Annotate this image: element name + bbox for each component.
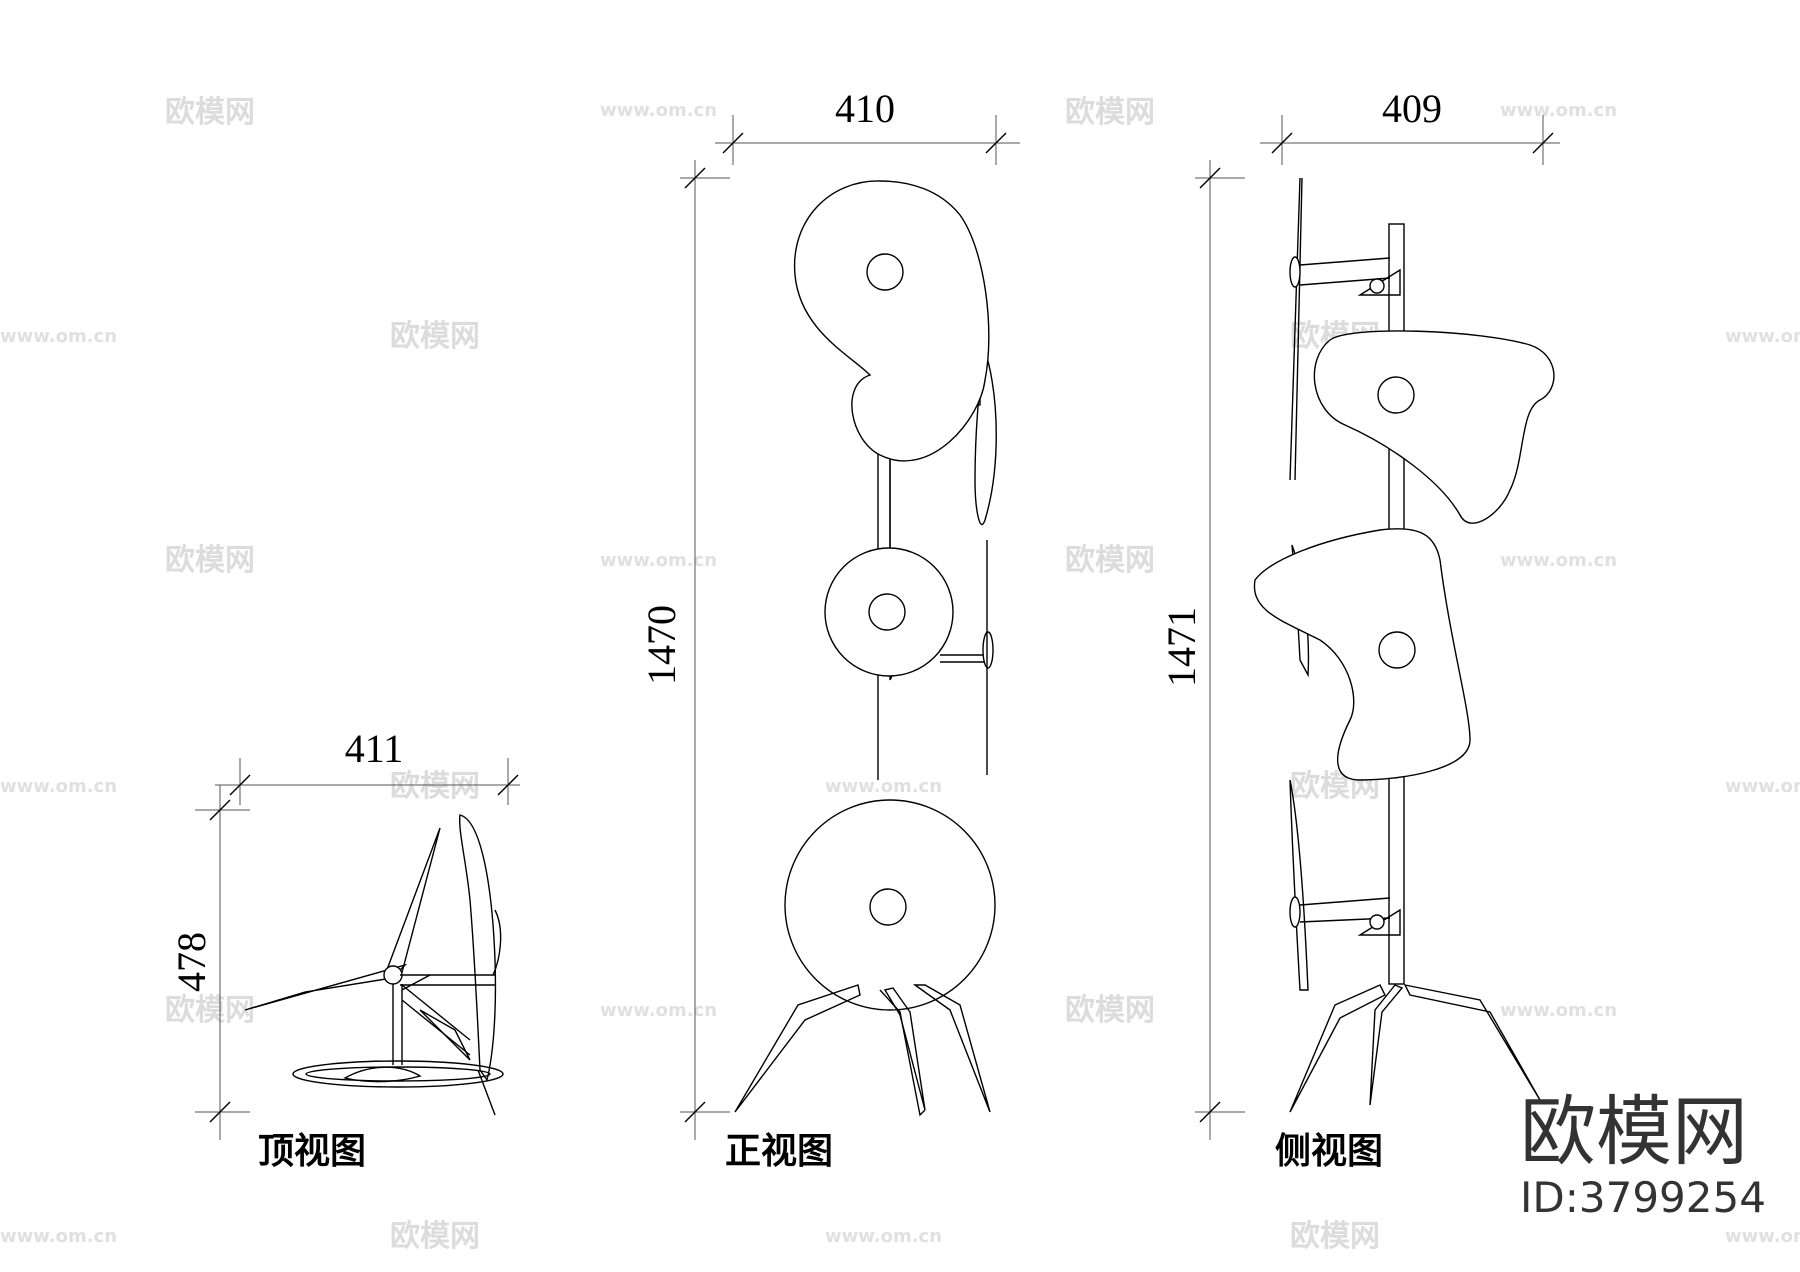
watermark-brand: 欧模网 (1065, 993, 1155, 1028)
front-view: 410 1470 (639, 86, 1020, 1172)
watermark-layer: 欧模网 www.om.cn 欧模网 www.om.cn www.om.cn 欧模… (0, 95, 1800, 1254)
front-width-label: 410 (835, 86, 895, 131)
watermark-url: www.om.cn (1725, 326, 1800, 347)
watermark-brand: 欧模网 (1290, 1219, 1380, 1254)
top-view-object (244, 814, 504, 1116)
watermark-url: www.om.cn (825, 1226, 942, 1247)
watermark-brand: 欧模网 (390, 769, 480, 804)
watermark-url: www.om.cn (1500, 1000, 1617, 1021)
side-width-label: 409 (1382, 86, 1442, 131)
brand-block: 欧模网 ID:3799254 (1520, 1087, 1766, 1222)
watermark-brand: 欧模网 (390, 1219, 480, 1254)
watermark-url: www.om.cn (1500, 550, 1617, 571)
watermark-brand: 欧模网 (165, 993, 255, 1028)
front-view-object (734, 180, 997, 1117)
side-height-label: 1471 (1159, 607, 1204, 687)
side-view-object (1253, 177, 1555, 1113)
side-view-title: 侧视图 (1275, 1130, 1383, 1172)
top-depth-dimension: 478 (169, 785, 250, 1140)
front-width-dimension: 410 (715, 86, 1020, 165)
top-view: 411 478 (169, 726, 520, 1172)
watermark-url: www.om.cn (825, 776, 942, 797)
watermark-brand: 欧模网 (165, 543, 255, 578)
watermark-url: www.om.cn (0, 326, 117, 347)
watermark-url: www.om.cn (1725, 776, 1800, 797)
top-width-dimension: 411 (215, 726, 520, 805)
watermark-url: www.om.cn (0, 1226, 117, 1247)
watermark-brand: 欧模网 (390, 319, 480, 354)
watermark-url: www.om.cn (1725, 1226, 1800, 1247)
side-view: 409 1471 (1159, 86, 1560, 1172)
watermark-url: www.om.cn (600, 100, 717, 121)
front-height-label: 1470 (639, 605, 684, 685)
front-height-dimension: 1470 (639, 160, 730, 1140)
side-width-dimension: 409 (1260, 86, 1560, 165)
watermark-url: www.om.cn (600, 550, 717, 571)
watermark-url: www.om.cn (0, 776, 117, 797)
top-view-title: 顶视图 (258, 1130, 366, 1172)
watermark-url: www.om.cn (1500, 100, 1617, 121)
watermark-brand: 欧模网 (1065, 95, 1155, 130)
brand-logo-text: 欧模网 (1520, 1087, 1748, 1176)
front-view-title: 正视图 (725, 1130, 833, 1172)
watermark-brand: 欧模网 (165, 95, 255, 130)
watermark-url: www.om.cn (600, 1000, 717, 1021)
top-width-label: 411 (345, 726, 404, 771)
top-depth-label: 478 (169, 932, 214, 992)
brand-id: ID:3799254 (1520, 1173, 1766, 1222)
watermark-brand: 欧模网 (1065, 543, 1155, 578)
side-height-dimension: 1471 (1159, 160, 1245, 1140)
